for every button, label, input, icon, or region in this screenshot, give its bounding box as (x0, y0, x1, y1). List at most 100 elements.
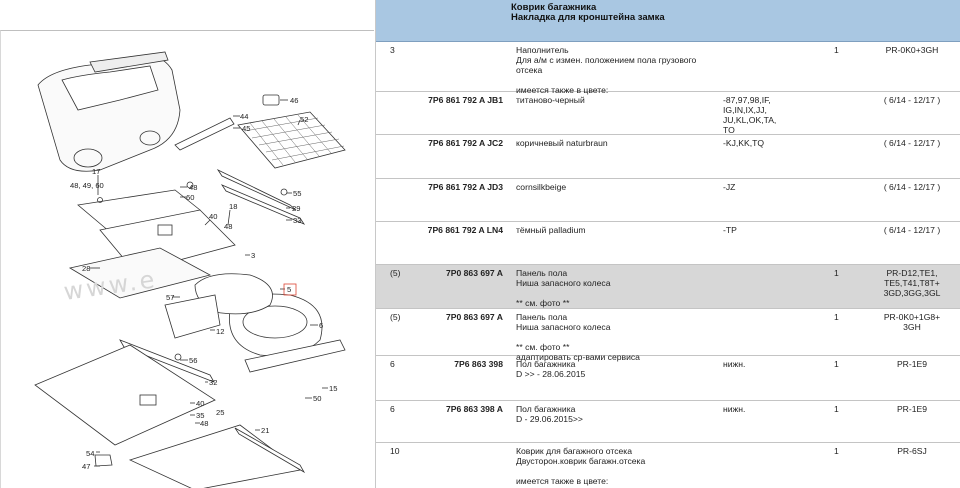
description-line: тёмный palladium (516, 225, 586, 235)
callout-label: 5 (287, 285, 291, 294)
description-line: ** см. фото ** (516, 342, 570, 352)
version-line: PR-6SJ (897, 446, 927, 456)
part-number: 7P6 861 792 A LN4 (427, 225, 503, 235)
description-line: D - 29.06.2015>> (516, 414, 583, 424)
description-line: адаптировать ср-вами сервиса (516, 352, 640, 362)
callout-label: 52 (300, 115, 308, 124)
pr-code-line: IG,IN,IX,JJ, (723, 105, 767, 115)
part-number: 7P0 863 697 A (445, 268, 503, 278)
part-number: 7P6 861 792 A JD3 (428, 182, 503, 192)
callout-label: 48, 49, 60 (70, 181, 104, 190)
pr-code-line: -87,97,98,IF, (723, 95, 771, 105)
part-number: 7P6 861 792 A JC2 (428, 138, 503, 148)
version-line: 3GD,3GG,3GL (883, 288, 941, 298)
version-line: 3GH (903, 322, 921, 332)
version-line: ( 6/14 - 12/17 ) (883, 225, 941, 235)
item-number: 3 (390, 45, 395, 55)
description-line: Для а/м с измен. положением пола грузово… (516, 55, 697, 65)
callout-label: 48 (200, 419, 208, 428)
callout-label: 3 (251, 251, 255, 260)
callout-label: 6 (319, 321, 323, 330)
callout-label: 44 (240, 112, 248, 121)
callout-label: 48 (189, 183, 197, 192)
diagram-frame (0, 30, 374, 488)
pr-code-line: -KJ,KK,TQ (723, 138, 765, 148)
description-line: титаново-черный (516, 95, 585, 105)
parts-diagram-panel: www.e 46 44 45 52 17 48, 49, 60 48 60 55… (0, 0, 376, 488)
version-line: PR-0K0+1G8+ (883, 312, 941, 322)
description-line: Двусторон.коврик багажн.отсека (516, 456, 646, 466)
version-line: PR-D12,TE1, (886, 268, 938, 278)
callout-label: 35 (196, 411, 204, 420)
callout-label: 15 (329, 384, 337, 393)
item-number: (5) (390, 268, 401, 278)
callout-5-highlight (283, 283, 297, 296)
description-line: Наполнитель (516, 45, 569, 55)
item-number: 6 (390, 359, 395, 369)
part-number: 7P6 863 398 A (445, 404, 503, 414)
pr-code-line: -TP (723, 225, 737, 235)
quantity: 1 (834, 268, 839, 278)
quantity: 1 (834, 312, 839, 322)
pr-code-line: JU,KL,OK,TA, (723, 115, 777, 125)
description-line: ** см. фото ** (516, 298, 570, 308)
quantity: 1 (834, 359, 839, 369)
description-line: имеется также в цвете: (516, 85, 609, 95)
header-title: Коврик багажника (511, 2, 597, 13)
callout-label: 29 (292, 204, 300, 213)
pr-code-line: нижн. (723, 359, 746, 369)
callout-labels: 46 44 45 52 17 48, 49, 60 48 60 55 29 33… (70, 96, 337, 471)
callout-label: 56 (189, 356, 197, 365)
table-row[interactable]: 7P6 861 792 A LN4 тёмный palladium -TP ( 6/… (376, 222, 960, 265)
callout-label: 18 (229, 202, 237, 211)
callout-label: 54 (86, 449, 94, 458)
description-line: Коврик для багажного отсека (516, 446, 632, 456)
callout-label: 45 (242, 124, 250, 133)
part-number: 7P0 863 697 A (445, 312, 503, 322)
callout-label: 12 (216, 327, 224, 336)
item-number: 10 (390, 446, 400, 456)
callout-label: 47 (82, 462, 90, 471)
pr-code-line: нижн. (723, 404, 746, 414)
version-line: ( 6/14 - 12/17 ) (883, 138, 941, 148)
pr-code-line: -JZ (723, 182, 736, 192)
part-number: 7P6 861 792 A JB1 (428, 95, 503, 105)
description-line: Ниша запасного колеса (516, 322, 611, 332)
version-line: TE5,T41,T8T+ (884, 278, 940, 288)
callout-label: 46 (290, 96, 298, 105)
callout-label: 55 (293, 189, 301, 198)
callout-label: 17 (92, 167, 100, 176)
item-number: 6 (390, 404, 395, 414)
description-line: D >> - 28.06.2015 (516, 369, 586, 379)
callout-label: 57 (166, 293, 174, 302)
parts-list-header: Коврик багажника Накладка для кронштейна… (376, 0, 960, 42)
callout-label: 33 (293, 216, 301, 225)
callout-label: 25 (216, 408, 224, 417)
version-line: PR-1E9 (896, 404, 928, 414)
description-line: Панель пола (516, 312, 568, 322)
callout-label: 40 (209, 212, 217, 221)
description-line: имеется также в цвете: (516, 476, 609, 486)
callout-label: 60 (186, 193, 194, 202)
description-line: Панель пола (516, 268, 568, 278)
callout-label: 48 (224, 222, 232, 231)
table-row[interactable]: 7P6 861 792 A JB1 титаново-черный -87,97,9… (376, 92, 960, 135)
callout-label: 21 (261, 426, 269, 435)
description-line: Пол багажника (516, 404, 576, 414)
callout-label: 40 (196, 399, 204, 408)
item-number: (5) (390, 312, 401, 322)
quantity: 1 (834, 404, 839, 414)
description-line: Ниша запасного колеса (516, 278, 611, 288)
version-line: ( 6/14 - 12/17 ) (883, 182, 941, 192)
parts-list-panel: Коврик багажника Накладка для кронштейна… (376, 0, 960, 488)
callout-label: 28 (82, 264, 90, 273)
description-line: Пол багажника (516, 359, 576, 369)
